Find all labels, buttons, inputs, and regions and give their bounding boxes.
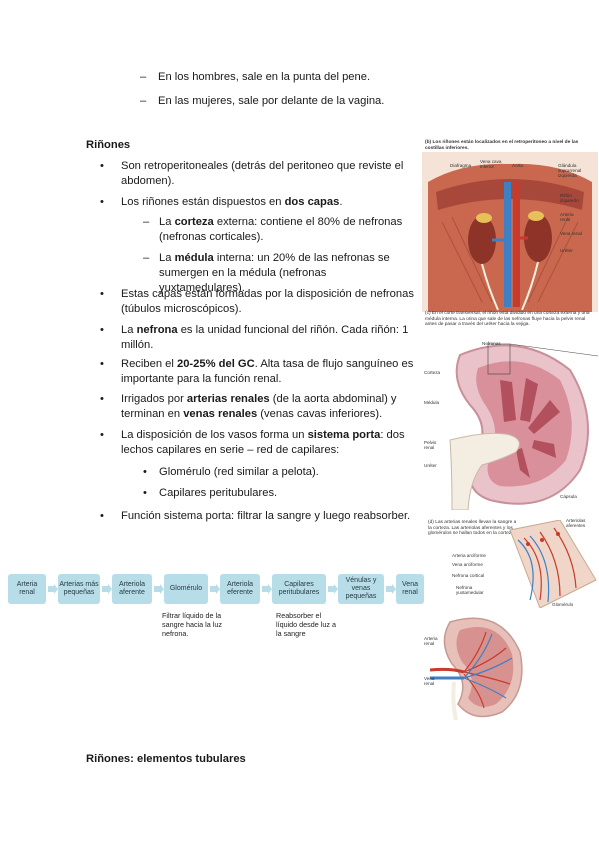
flow-box-capilares-peritubulares: Capilares peritubulares xyxy=(272,574,326,604)
bullet-irrigacion: Irrigados por arterias renales (de la ao… xyxy=(100,392,415,422)
abdomen-illustration xyxy=(422,152,598,312)
flow-box-vena-renal: Vena renal xyxy=(396,574,424,604)
flow-box-arteria-renal: Arteria renal xyxy=(8,574,46,604)
bullet-dos-capas: Los riñones están dispuestos en dos capa… xyxy=(100,195,415,210)
flow-note-filtrar: Filtrar líquido de la sangre hacia la lu… xyxy=(162,611,222,638)
list-item: En las mujeres, sale por delante de la v… xyxy=(140,94,410,109)
bullet-retroperitoneal: Son retroperitoneales (detrás del perito… xyxy=(100,159,415,189)
kidney-section-illustration xyxy=(449,343,598,510)
kidney-vessels-illustration xyxy=(430,617,523,720)
flow-box-glomerulo: Glomérulo xyxy=(164,574,208,604)
arrow-right-icon xyxy=(48,584,58,594)
bullet-gc: Reciben el 20-25% del GC. Alta tasa de f… xyxy=(100,357,415,387)
bullet-funcion-porta: Función sistema porta: filtrar la sangre… xyxy=(100,509,415,524)
arrow-right-icon xyxy=(386,584,396,594)
bullet-sistema-porta: La disposición de los vasos forma un sis… xyxy=(100,428,415,458)
arrow-right-icon xyxy=(154,584,164,594)
arrow-right-icon xyxy=(210,584,220,594)
flow-box-arterias-pequenas: Arterias más pequeñas xyxy=(58,574,100,604)
list-item: En los hombres, sale en la punta del pen… xyxy=(140,70,410,85)
sub-item-glomerulo: Glomérulo (red similar a pelota). xyxy=(143,465,413,480)
flow-box-arteriola-eferente: Arteriola eferente xyxy=(220,574,260,604)
flow-note-reabsorber: Reabsorber el líquido desde luz a la san… xyxy=(276,611,336,638)
section-title: Riñones: elementos tubulares xyxy=(86,753,246,765)
bullet-nefrona: La nefrona es la unidad funcional del ri… xyxy=(100,323,415,353)
sub-item-corteza: La corteza externa: contiene el 80% de n… xyxy=(143,215,413,245)
bullet-capas-nefronas: Estas capas están formadas por la dispos… xyxy=(100,287,415,317)
arrow-right-icon xyxy=(262,584,272,594)
nephron-detail-illustration xyxy=(509,520,597,608)
flow-box-arteriola-aferente: Arteriola aferente xyxy=(112,574,152,604)
arrow-right-icon xyxy=(102,584,112,594)
sub-item-capilares: Capilares peritubulares. xyxy=(143,486,413,501)
arrow-right-icon xyxy=(328,584,338,594)
flow-box-venulas: Vénulas y venas pequeñas xyxy=(338,574,384,604)
section-title: Riñones xyxy=(86,139,131,151)
